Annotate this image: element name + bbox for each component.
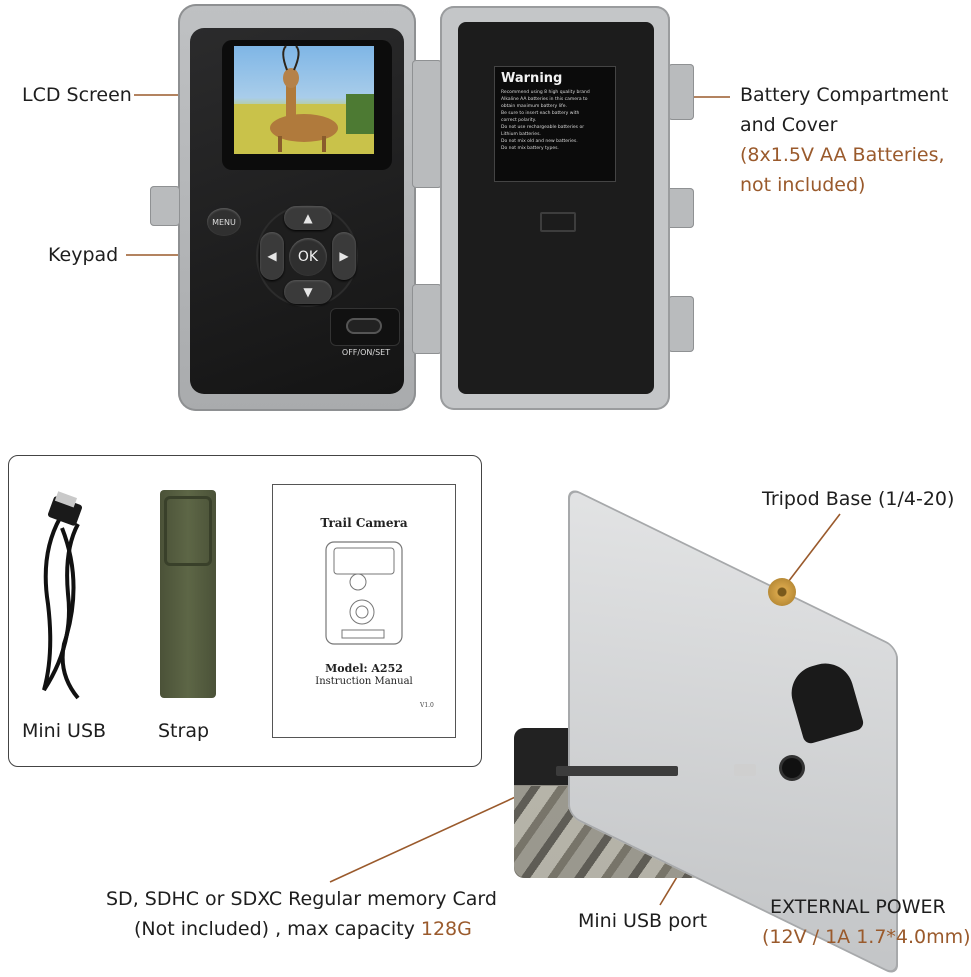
warning-title: Warning <box>501 71 563 86</box>
instruction-manual <box>272 484 456 738</box>
left-arrow-button[interactable]: ◀ <box>260 232 284 280</box>
usb-cable-image <box>42 491 83 700</box>
warning-line: correct polarity. <box>501 118 537 123</box>
power-switch-label: OFF/ON/SET <box>341 348 391 357</box>
up-arrow-button[interactable]: ▲ <box>284 206 332 230</box>
memory-card-callout-line2: (Not included) , max capacity 128G <box>134 914 472 944</box>
battery-callout-line1: Battery Compartment <box>740 84 949 106</box>
accessories-panel <box>8 455 482 767</box>
up-arrow-icon: ▲ <box>303 211 313 225</box>
memory-card-callout-line1: SD, SDHC or SDXC Regular memory Card <box>106 888 497 910</box>
upper-hinge <box>412 60 442 188</box>
memory-card-capacity: 128G <box>420 918 472 940</box>
ok-button[interactable]: OK <box>289 238 327 276</box>
antelope-preview-image <box>234 45 374 154</box>
down-arrow-button[interactable]: ▼ <box>284 280 332 304</box>
warning-line: Alkaline AA batteries in this camera to <box>501 97 588 102</box>
keypad-callout: Keypad <box>48 244 119 266</box>
tripod-socket <box>768 578 796 606</box>
warning-line: Do not use rechargeable batteries or <box>501 125 585 130</box>
lower-hinge <box>412 284 442 354</box>
warning-line: Lithium batteries. <box>501 132 541 137</box>
mount-tab-right <box>666 188 694 228</box>
power-switch[interactable] <box>346 318 382 334</box>
latch-upper <box>668 64 694 120</box>
manual-model: Model: A252 <box>325 662 403 675</box>
lcd-screen <box>234 45 374 154</box>
battery-callout-line2: and Cover <box>740 114 838 136</box>
tripod-callout: Tripod Base (1/4-20) <box>762 488 955 510</box>
right-arrow-icon: ▶ <box>339 249 349 263</box>
tripod-leader-line <box>784 513 841 587</box>
memory-card-note: (Not included) , max capacity <box>134 918 421 940</box>
warning-line: Do not mix old and new batteries. <box>501 139 578 144</box>
right-arrow-button[interactable]: ▶ <box>332 232 356 280</box>
down-arrow-icon: ▼ <box>303 285 313 299</box>
battery-note-line2: not included) <box>740 174 866 196</box>
external-power-callout: EXTERNAL POWER <box>770 896 946 918</box>
warning-line: obtain maximum battery life. <box>501 104 567 109</box>
manual-camera-drawing <box>325 541 403 645</box>
latch-lower <box>668 296 694 352</box>
warning-line: Recommend using 8 high quality brand <box>501 90 590 95</box>
battery-warning-label: Warning Recommend using 8 high quality b… <box>494 66 616 182</box>
mini-usb-label: Mini USB <box>22 720 107 742</box>
external-power-spec: (12V / 1A 1.7*4.0mm) <box>762 926 971 948</box>
manual-version: V1.0 <box>420 702 434 709</box>
strap-buckle <box>164 496 212 566</box>
dc-power-jack <box>782 758 802 778</box>
manual-subtitle: Instruction Manual <box>315 676 413 687</box>
warning-text: Recommend using 8 high quality brand Alk… <box>501 89 609 152</box>
strap-label: Strap <box>158 720 210 742</box>
battery-note-line1: (8x1.5V AA Batteries, <box>740 144 945 166</box>
lcd-screen-callout: LCD Screen <box>22 84 132 106</box>
mini-usb-port-callout: Mini USB port <box>578 910 708 932</box>
strap-image <box>160 490 216 698</box>
manual-title: Trail Camera <box>320 516 408 530</box>
battery-icon <box>540 212 576 232</box>
mini-usb-port <box>734 764 756 776</box>
mount-tab-left <box>150 186 180 226</box>
sd-card-slot <box>556 766 678 776</box>
menu-button[interactable]: MENU <box>207 208 241 236</box>
warning-line: Do not mix battery types. <box>501 146 559 151</box>
left-arrow-icon: ◀ <box>267 249 277 263</box>
warning-line: Be sure to insert each battery with <box>501 111 580 116</box>
